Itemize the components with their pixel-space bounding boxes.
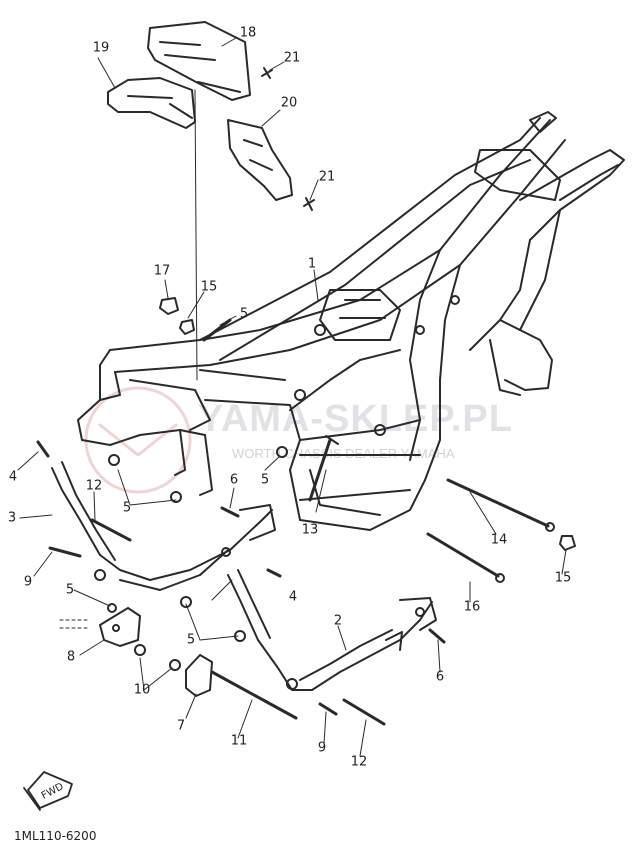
callout-4-mid: 4: [288, 589, 298, 605]
bolt-12-left: [90, 518, 132, 542]
callout-16: 16: [463, 599, 481, 615]
callout-14: 14: [490, 532, 508, 548]
bolt-13: [308, 435, 339, 502]
fwd-arrow-icon: [23, 771, 73, 811]
callout-20: 20: [280, 95, 298, 111]
leader-lines: [17, 37, 567, 757]
callout-21-lower: 21: [318, 169, 336, 185]
screw-21-lower: [303, 197, 315, 211]
callout-3: 3: [7, 510, 17, 526]
engine-bracket-right: [227, 569, 437, 691]
bolt-5-upper: [202, 318, 232, 342]
bolt-4-left: [36, 440, 50, 458]
callout-12-left: 12: [85, 478, 103, 494]
nut-15-upper: [179, 319, 195, 335]
bracket-8: [99, 607, 141, 647]
callout-10: 10: [133, 682, 151, 698]
bolt-6-mid: [220, 506, 240, 518]
callout-12-right: 12: [350, 754, 368, 770]
callout-11: 11: [230, 733, 248, 749]
leader-18: [194, 89, 198, 381]
callout-9-left: 9: [23, 574, 33, 590]
callout-15-right: 15: [554, 570, 572, 586]
callout-19: 19: [92, 40, 110, 56]
callout-5-lower-mid: 5: [186, 632, 196, 648]
callout-15-upper: 15: [200, 279, 218, 295]
callout-2: 2: [333, 613, 343, 629]
callout-9-right: 9: [317, 740, 327, 756]
part-19-cover: [107, 77, 196, 129]
watermark-subtext: WORTH CHASSIS DEALER YAMAHA: [232, 446, 455, 461]
callout-6-mid: 6: [229, 472, 239, 488]
part-18-cover: [147, 21, 251, 101]
bracket-7: [185, 654, 213, 697]
long-bolt-11: [210, 670, 298, 720]
callout-5-upper: 5: [239, 306, 249, 322]
callout-8: 8: [66, 649, 76, 665]
screw-21-upper: [261, 67, 273, 79]
long-bolt-16: [426, 532, 505, 583]
callout-17: 17: [153, 263, 171, 279]
callout-7: 7: [176, 718, 186, 734]
part-20-bracket: [227, 119, 293, 201]
callout-13: 13: [301, 522, 319, 538]
long-bolt-14: [446, 478, 555, 532]
washer-10: [134, 644, 181, 671]
callout-5-lower-left: 5: [65, 582, 75, 598]
bolt-9-left: [48, 546, 82, 558]
callout-4-left: 4: [8, 469, 18, 485]
main-frame: [77, 111, 625, 531]
callout-18: 18: [239, 25, 257, 41]
bolt-12-right: [342, 698, 386, 726]
bolt-9-right: [318, 702, 338, 716]
watermark-logo: [84, 386, 192, 494]
callout-1: 1: [307, 256, 317, 272]
callout-21-upper: 21: [283, 50, 301, 66]
bolt-6-right: [428, 628, 446, 644]
nut-15-right: [559, 535, 576, 551]
callout-5-mid: 5: [260, 472, 270, 488]
nut-17: [159, 297, 179, 315]
part-code: 1ML110-6200: [14, 829, 97, 843]
bolt-4-mid: [266, 568, 282, 578]
callout-6-right: 6: [435, 669, 445, 685]
engine-bracket-left: [51, 461, 276, 591]
callout-5-left: 5: [122, 500, 132, 516]
